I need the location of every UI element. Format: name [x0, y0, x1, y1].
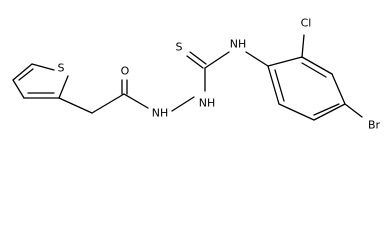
bond-nh-aryl: [245, 51, 269, 67]
bond-ch2-carbonyl: [91, 93, 125, 114]
acetyl-hydrazide-chain: [58, 79, 195, 114]
bond-a2-a3: [301, 56, 333, 75]
thiophene-sulfur-label: S: [58, 62, 65, 75]
bond-a6-a1-inner: [274, 69, 285, 102]
bond-c-nh: [204, 51, 230, 69]
bond-ring-br: [344, 103, 363, 118]
chlorine-label: Cl: [301, 17, 312, 30]
bond-a6-a1: [267, 65, 280, 105]
bond-s1-c2: [58, 75, 69, 99]
hydrazine-nh-left-label: NH: [152, 107, 169, 120]
bond-a3-a4: [331, 73, 346, 105]
bond-ring-ch2: [58, 97, 93, 114]
bond-c4-c5: [12, 63, 33, 81]
bond-c5-s1: [31, 63, 55, 71]
bond-c3-c4: [12, 79, 25, 99]
bond-a4-a5: [313, 103, 346, 121]
thiourea-group: [186, 51, 269, 92]
bond-a4-a5-inner: [313, 103, 340, 116]
thiophene-ring: [12, 63, 69, 99]
amine-nh-label: NH: [230, 38, 247, 51]
bond-a5-a6: [278, 103, 315, 121]
bond-a1-a2: [267, 56, 303, 67]
atom-labels: S O NH NH S NH Cl Br: [58, 17, 381, 132]
bond-c4-c5-inner: [18, 68, 34, 81]
carbonyl-oxygen-label: O: [121, 65, 130, 78]
thione-sulfur-label: S: [176, 41, 183, 54]
benzene-ring: [267, 56, 346, 121]
bond-a2-a3-inner: [301, 62, 327, 78]
structural-formula: S O NH NH S NH Cl Br: [12, 17, 381, 132]
bond-ring-cl: [301, 34, 305, 58]
bond-cs-b: [189, 51, 207, 65]
hydrazine-nh-right-label: NH: [199, 97, 216, 110]
bond-nh-nh: [171, 96, 195, 112]
bond-cs-a: [186, 55, 204, 69]
substituent-bonds: [301, 34, 363, 118]
bond-carbonyl-nh: [123, 93, 149, 109]
bromine-label: Br: [368, 119, 381, 132]
